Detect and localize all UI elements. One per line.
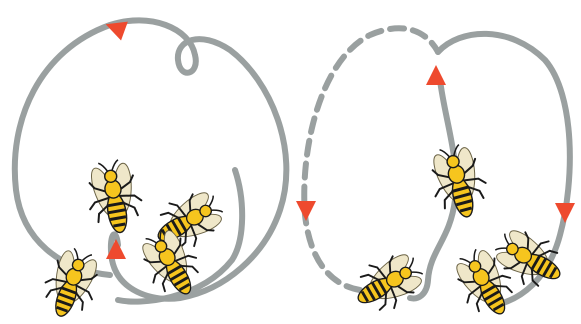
right-dance-panel — [296, 28, 575, 324]
triangle-arrow-icon — [296, 201, 316, 221]
right-return-path-dashed — [304, 28, 438, 290]
bee-icon — [346, 244, 430, 321]
triangle-arrow-icon — [426, 65, 446, 85]
bee-icon — [36, 243, 106, 324]
left-dance-panel — [15, 15, 287, 324]
bee-icon — [82, 157, 146, 237]
bee-icon — [424, 140, 493, 223]
triangle-arrow-icon — [555, 203, 575, 223]
